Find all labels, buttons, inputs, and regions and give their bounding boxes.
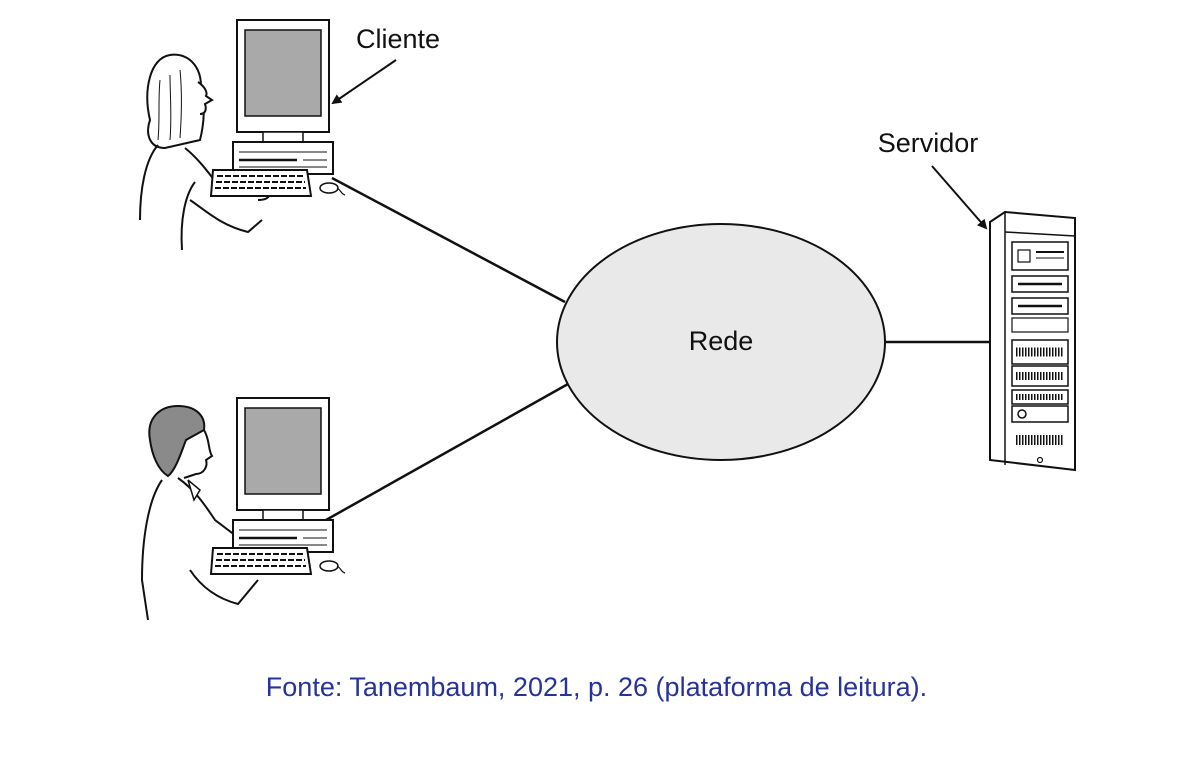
computer-bottom xyxy=(209,396,347,576)
server-tower xyxy=(989,210,1076,472)
client-bottom xyxy=(140,396,347,621)
server-arrow xyxy=(931,165,988,230)
network-node: Rede xyxy=(556,223,886,461)
link-client-bottom xyxy=(325,382,569,522)
client-label: Cliente xyxy=(356,24,440,54)
client-top xyxy=(139,18,347,251)
client-server-diagram: Rede Cliente xyxy=(139,18,1076,621)
link-client-top xyxy=(331,176,566,304)
client-arrow xyxy=(331,59,397,105)
network-label: Rede xyxy=(689,326,754,356)
figure-caption: Fonte: Tanembaum, 2021, p. 26 (plataform… xyxy=(265,672,928,702)
computer-top xyxy=(209,18,347,198)
server-label: Servidor xyxy=(878,128,979,158)
